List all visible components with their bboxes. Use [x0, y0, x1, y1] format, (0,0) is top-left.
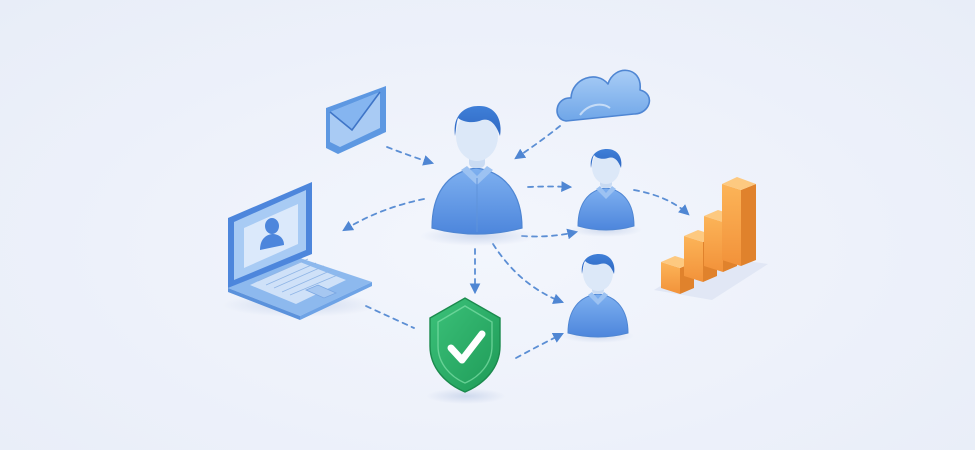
- bar-chart-icon: [654, 177, 768, 300]
- user-b-icon: [562, 254, 634, 343]
- laptop-icon: [222, 182, 378, 320]
- user-a-icon: [570, 149, 642, 237]
- cloud-icon: [556, 69, 651, 122]
- connector-user-to-user-b: [492, 243, 565, 304]
- shield-check-icon: [426, 297, 506, 404]
- central-user-icon: [420, 105, 536, 246]
- connector-user-a-to-chart: [633, 189, 690, 216]
- envelope-icon: [326, 86, 386, 154]
- connector-email-to-user: [386, 146, 435, 166]
- connector-user-to-user-a: [527, 181, 573, 192]
- connector-cloud-to-user: [514, 125, 561, 160]
- connector-user-to-laptop: [342, 198, 425, 232]
- connector-shield-to-user-b: [515, 333, 564, 359]
- connector-laptop-to-shield: [365, 305, 415, 329]
